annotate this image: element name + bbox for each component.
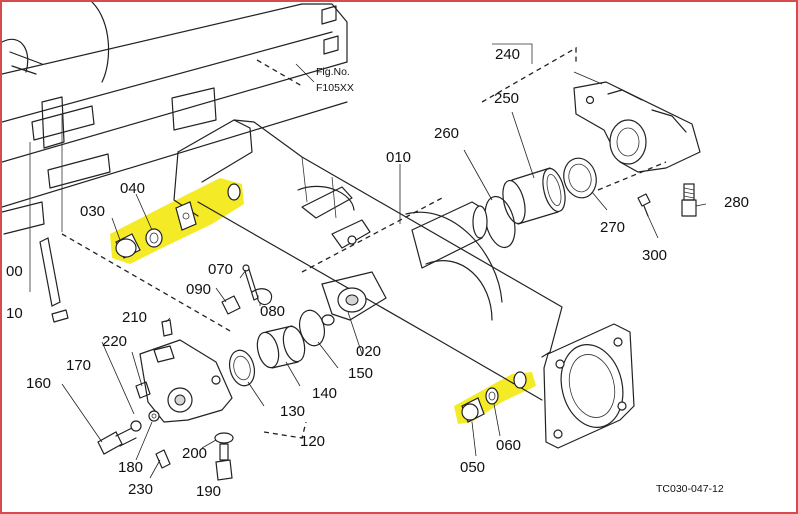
- washer-130: [228, 349, 256, 387]
- callout-130: 130: [280, 403, 305, 420]
- callout-190: 190: [196, 483, 221, 500]
- callout-230: 230: [128, 481, 153, 498]
- washer-200: [214, 432, 234, 444]
- callout-170: 170: [66, 357, 91, 374]
- group-240-bracket-line-lower: [597, 161, 667, 191]
- callout-200: 200: [182, 445, 207, 462]
- fitting-090: [221, 295, 241, 315]
- callout-300: 300: [642, 247, 667, 264]
- grease-fitting-300: [637, 193, 651, 217]
- axle-housing: [173, 119, 563, 401]
- callout-080: 080: [260, 303, 285, 320]
- group-240-bracket-line: [481, 46, 577, 103]
- callout-020: 020: [356, 343, 381, 360]
- callout-240-box: [492, 43, 533, 64]
- rear-bracket: [139, 339, 233, 423]
- pin-070: [242, 264, 259, 301]
- callout-040: 040: [120, 180, 145, 197]
- plug-030: [115, 233, 141, 259]
- callout-280: 280: [724, 194, 749, 211]
- callout-270: 270: [600, 219, 625, 236]
- callout-070: 070: [208, 261, 233, 278]
- callout-030: 030: [80, 203, 105, 220]
- rod-100: [39, 237, 61, 307]
- callout-210: 210: [122, 309, 147, 326]
- callout-220: 220: [102, 333, 127, 350]
- callout-050: 050: [460, 459, 485, 476]
- bolt-280: [681, 183, 697, 217]
- main-frame-rail: [2, 2, 348, 292]
- callout-100: 00: [6, 263, 23, 280]
- centerline-left: [61, 233, 233, 333]
- callout-120: 120: [300, 433, 325, 450]
- pin-210: [161, 319, 173, 337]
- housing-flange: [543, 323, 635, 449]
- callout-110: 10: [6, 305, 23, 322]
- leader-lines: [61, 71, 707, 479]
- callout-090: 090: [186, 281, 211, 298]
- washer-040: [145, 228, 163, 248]
- pivot-boss-020: [321, 271, 387, 326]
- callout-160: 160: [26, 375, 51, 392]
- front-bracket: [573, 81, 701, 173]
- callout-240: 240: [495, 46, 520, 63]
- callout-150: 150: [348, 365, 373, 382]
- plug-050: [461, 397, 485, 423]
- part-180: [148, 410, 160, 422]
- callout-250: 250: [494, 90, 519, 107]
- washer-060: [485, 371, 527, 405]
- callout-010: 010: [386, 149, 411, 166]
- tab-plate: [175, 183, 241, 231]
- inner-shaft: [301, 186, 488, 269]
- callout-140: 140: [312, 385, 337, 402]
- callout-260: 260: [434, 125, 459, 142]
- fig-no-label: Fig.No.: [316, 66, 350, 78]
- centerline-mid: [301, 197, 443, 273]
- screw-230: [155, 449, 171, 469]
- washer-270: [563, 157, 597, 199]
- callout-060: 060: [496, 437, 521, 454]
- group-120-bracket-line: [263, 421, 307, 439]
- drawing-code: TC030-047-12: [656, 483, 724, 495]
- fitting-220: [135, 381, 151, 399]
- fig-no-value: F105XX: [316, 82, 354, 94]
- clip-080: [251, 288, 273, 306]
- bolt-160: [97, 427, 137, 455]
- o-ring-150: [298, 309, 326, 347]
- bushing-250: [502, 167, 566, 225]
- highlight-left-seal-group: [110, 178, 244, 264]
- bolt-190: [215, 443, 233, 481]
- bushing-140: [256, 325, 306, 369]
- part-170: [130, 420, 142, 432]
- clip-110: [51, 309, 69, 323]
- fig-no-leader: [295, 63, 315, 83]
- callout-180: 180: [118, 459, 143, 476]
